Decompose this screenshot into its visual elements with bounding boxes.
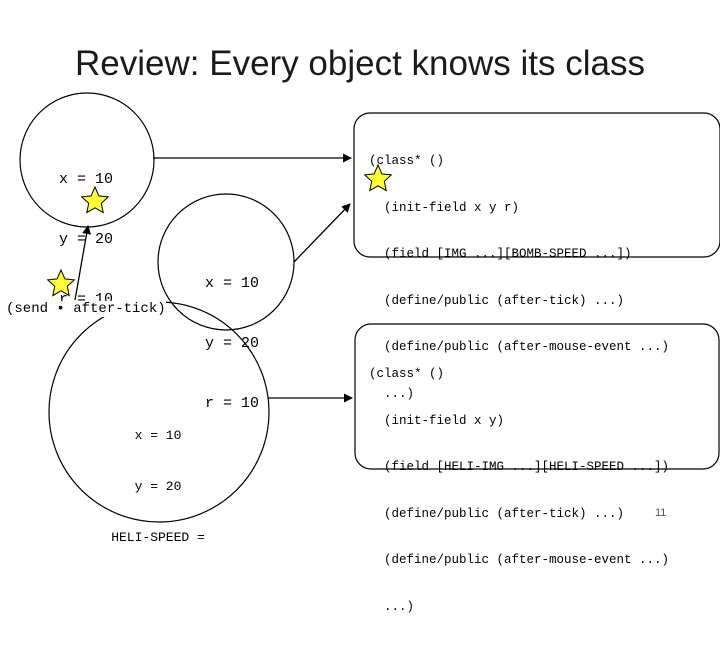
bomb-class-line: (define/public (after-mouse-event ...) (369, 340, 670, 354)
diagram-canvas (19, 92, 720, 523)
middle-object-field-x: x = 10 (205, 275, 260, 292)
heli-class-line: (define/public (after-mouse-event ...) (369, 553, 670, 567)
send-call-label: (send • after-tick) (6, 301, 166, 317)
bomb-class-line: (field [IMG ...][BOMB-SPEED ...]) (369, 247, 632, 261)
bomb-class-line: (define/public (after-tick) ...) (369, 293, 625, 308)
heli-class-line: (init-field x y) (369, 413, 505, 428)
page-number: 11 (655, 507, 667, 519)
heli-object-fields: x = 10 y = 20 HELI-SPEED = (108, 393, 208, 580)
middle-object-fields: x = 10 y = 20 r = 10 (205, 234, 259, 454)
heli-class-code: (class* () (init-field x y) (field [HELI… (369, 336, 669, 646)
bomb-object-fields: x = 10 y = 20 r = 10 (59, 130, 113, 350)
slide-title: Review: Every object knows its class (75, 44, 645, 83)
bomb-class-line: ...) (369, 386, 415, 401)
bomb-object-field-y: y = 20 (59, 231, 114, 248)
middle-object-field-r: r = 10 (205, 395, 260, 412)
bomb-object-field-x: x = 10 (59, 171, 114, 188)
heli-class-line: ...) (369, 599, 415, 614)
heli-class-line: (class* () (369, 367, 445, 381)
middle-object-field-y: y = 20 (205, 335, 260, 352)
bomb-class-line: (init-field x y r) (369, 200, 520, 215)
heli-class-line: (field [HELI-IMG ...][HELI-SPEED ...]) (369, 460, 670, 474)
heli-object-field-speed: HELI-SPEED = (111, 530, 205, 545)
heli-class-line: (define/public (after-tick) ...) (369, 506, 625, 521)
bomb-class-line: (class* () (369, 154, 445, 168)
heli-class-box (354, 323, 720, 470)
heli-object-field-x: x = 10 (134, 428, 182, 443)
star-icon (46, 268, 76, 297)
heli-object-field-y: y = 20 (134, 479, 182, 494)
star-icon (363, 163, 393, 192)
bomb-class-box (353, 112, 720, 258)
bomb-class-code: (class* () (init-field x y r) (field [IM… (369, 123, 669, 433)
slide: Review: Every object knows its class x =… (6, 44, 720, 614)
middle-object-to-class-arrow (293, 203, 351, 263)
send-target-arrow (74, 225, 92, 301)
star-icon (80, 185, 110, 214)
